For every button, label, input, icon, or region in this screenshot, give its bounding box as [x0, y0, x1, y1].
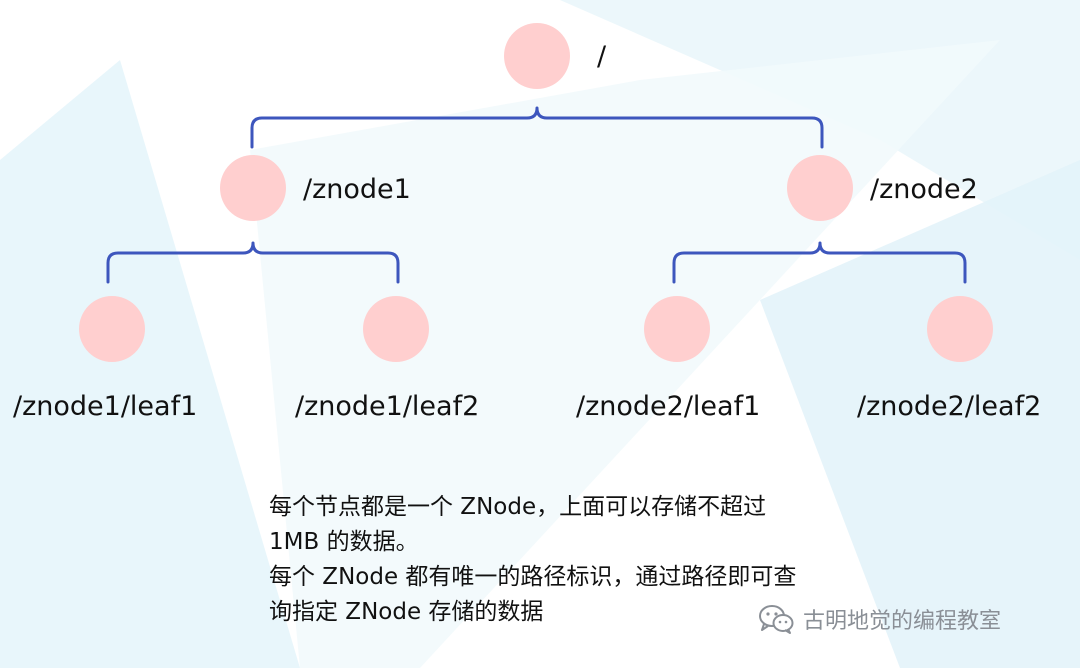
node-znode2-leaf2	[927, 296, 993, 362]
description: 每个节点都是一个 ZNode，上面可以存储不超过 1MB 的数据。 每个 ZNo…	[269, 490, 909, 630]
brace-znode2	[672, 241, 967, 284]
bg-shape-right	[760, 160, 1080, 668]
description-line: 询指定 ZNode 存储的数据	[269, 599, 544, 625]
description-line: 每个节点都是一个 ZNode，上面可以存储不超过	[269, 494, 767, 520]
description-line: 每个 ZNode 都有唯一的路径标识，通过路径即可查	[269, 564, 797, 590]
node-znode1	[220, 155, 286, 221]
description-line: 1MB 的数据。	[269, 529, 419, 555]
node-znode2-leaf1	[644, 296, 710, 362]
node-znode2	[787, 155, 853, 221]
label-root: /	[597, 41, 607, 72]
bg-shape-left	[0, 60, 300, 668]
label-znode2-leaf1: /znode2/leaf1	[576, 391, 761, 422]
label-znode2-leaf2: /znode2/leaf2	[857, 391, 1042, 422]
watermark: 古明地觉的编程教室	[757, 601, 1001, 637]
node-znode1-leaf1	[79, 296, 145, 362]
label-znode1-leaf2: /znode1/leaf2	[295, 391, 480, 422]
brace-znode1	[106, 241, 400, 284]
label-znode2: /znode2	[870, 174, 978, 205]
watermark-text: 古明地觉的编程教室	[803, 609, 1002, 634]
node-znode1-leaf2	[363, 296, 429, 362]
wechat-icon	[759, 605, 794, 634]
label-znode1-leaf1: /znode1/leaf1	[13, 391, 198, 422]
brace-root	[250, 106, 824, 149]
label-znode1: /znode1	[303, 174, 411, 205]
node-root	[504, 23, 570, 89]
